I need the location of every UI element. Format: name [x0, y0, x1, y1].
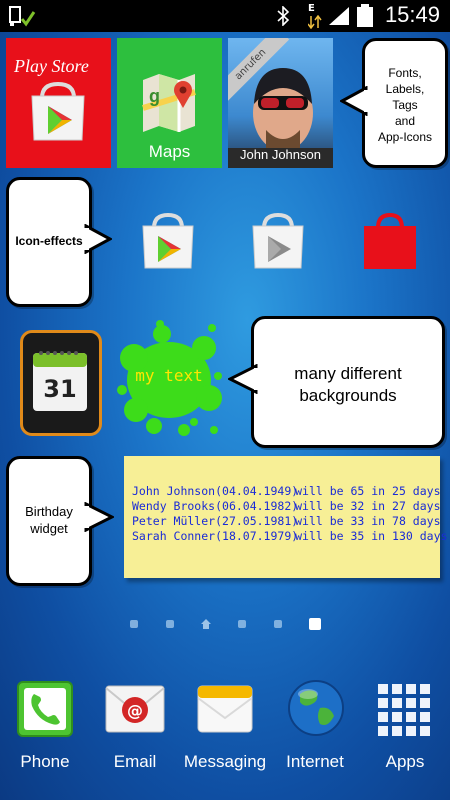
dock-label: Apps	[385, 752, 425, 771]
bluetooth-icon	[277, 6, 290, 26]
birthday-name: Sarah Conner	[132, 529, 216, 543]
page-indicator-dot[interactable]	[130, 620, 138, 628]
page-indicator-dot[interactable]	[166, 620, 174, 628]
icon-effects-text: Icon-effects	[15, 234, 83, 248]
page-indicator-dot-active[interactable]	[309, 618, 321, 630]
bubble-pointer	[228, 364, 258, 394]
bubble-pointer	[84, 224, 112, 254]
fonts-bubble: Fonts, Labels, Tags and App-Icons	[362, 38, 448, 168]
birthday-date: (18.07.1979)	[215, 529, 299, 543]
birthday-info: will be 65 in 25 days	[295, 484, 441, 498]
play-store-icon-normal[interactable]	[138, 212, 198, 272]
status-bar: E 15:49	[0, 0, 450, 32]
play-store-label: Play Store	[14, 56, 89, 76]
home-page-icon[interactable]	[200, 618, 212, 630]
birthday-name: John Johnson	[132, 484, 216, 498]
birthday-date: (04.04.1949)	[215, 484, 299, 498]
play-store-tile[interactable]: Play Store	[6, 38, 111, 168]
phone-icon	[17, 681, 73, 737]
splash-text[interactable]: my text	[135, 366, 203, 385]
bubble-pointer	[340, 86, 368, 116]
maps-tile[interactable]: g Maps	[117, 38, 222, 168]
backgrounds-bubble: many different backgrounds	[251, 316, 445, 448]
list-item: Peter Müller (27.05.1981) will be 33 in …	[132, 514, 441, 529]
list-item: Sarah Conner (18.07.1979) will be 35 in …	[132, 529, 447, 544]
dock-label: Messaging	[183, 752, 267, 771]
notification-icon	[9, 6, 36, 27]
play-store-icon-silhouette[interactable]	[360, 212, 420, 272]
calendar-icon	[33, 351, 87, 411]
play-store-icon	[31, 82, 85, 141]
contact-name-label: John Johnson	[240, 147, 321, 162]
calendar-day: 31	[43, 375, 77, 403]
birthday-list: John Johnson (04.04.1949) will be 65 in …	[124, 456, 447, 544]
backgrounds-text: many different backgrounds	[294, 364, 402, 405]
svg-text:@: @	[127, 701, 143, 720]
splash-background	[117, 320, 222, 436]
dock-item-phone[interactable]: Phone	[0, 672, 90, 782]
globe-icon	[288, 680, 344, 736]
page-indicator-dot[interactable]	[274, 620, 282, 628]
birthday-info: will be 33 in 78 days	[295, 514, 441, 528]
dock-item-messaging[interactable]: Messaging	[180, 672, 270, 782]
birthday-name: Wendy Brooks	[132, 499, 216, 513]
bubble-pointer	[84, 502, 114, 532]
messaging-icon	[197, 685, 253, 733]
icon-effects-bubble: Icon-effects	[6, 177, 92, 307]
contact-tile[interactable]: anrufen John Johnson	[228, 38, 333, 168]
page-indicator-dot[interactable]	[238, 620, 246, 628]
maps-icon: g	[142, 74, 196, 132]
birthday-bubble-text: Birthday widget	[25, 504, 73, 536]
dock-item-internet[interactable]: Internet	[270, 672, 360, 782]
list-item: John Johnson (04.04.1949) will be 65 in …	[132, 484, 441, 499]
fonts-bubble-text: Fonts, Labels, Tags and App-Icons	[377, 66, 433, 144]
dock-label: Internet	[286, 752, 344, 771]
dock-label: Phone	[20, 752, 70, 771]
network-type-label: E	[308, 3, 315, 14]
apps-grid-icon	[378, 684, 430, 736]
contact-photo	[228, 68, 333, 168]
list-item: Wendy Brooks (06.04.1982) will be 32 in …	[132, 499, 441, 514]
svg-text:g: g	[149, 86, 160, 106]
birthday-info: will be 35 in 130 days	[295, 529, 448, 543]
dock-item-email[interactable]: @ Email	[90, 672, 180, 782]
birthday-bubble: Birthday widget	[6, 456, 92, 586]
birthday-name: Peter Müller	[132, 514, 216, 528]
battery-icon	[357, 4, 373, 27]
birthday-widget[interactable]: John Johnson (04.04.1949) will be 65 in …	[124, 456, 447, 578]
dock-label: Email	[113, 752, 157, 771]
birthday-date: (27.05.1981)	[215, 514, 299, 528]
data-transfer-icon	[308, 15, 322, 29]
maps-label: Maps	[148, 142, 191, 161]
dock-item-apps[interactable]: Apps	[360, 672, 450, 782]
play-store-icon-grayscale[interactable]	[248, 212, 308, 272]
signal-icon	[329, 7, 349, 25]
birthday-info: will be 32 in 27 days	[295, 499, 441, 513]
clock: 15:49	[384, 2, 440, 27]
calendar-widget[interactable]: 31	[20, 330, 102, 436]
email-icon: @	[105, 685, 165, 733]
birthday-date: (06.04.1982)	[215, 499, 299, 513]
